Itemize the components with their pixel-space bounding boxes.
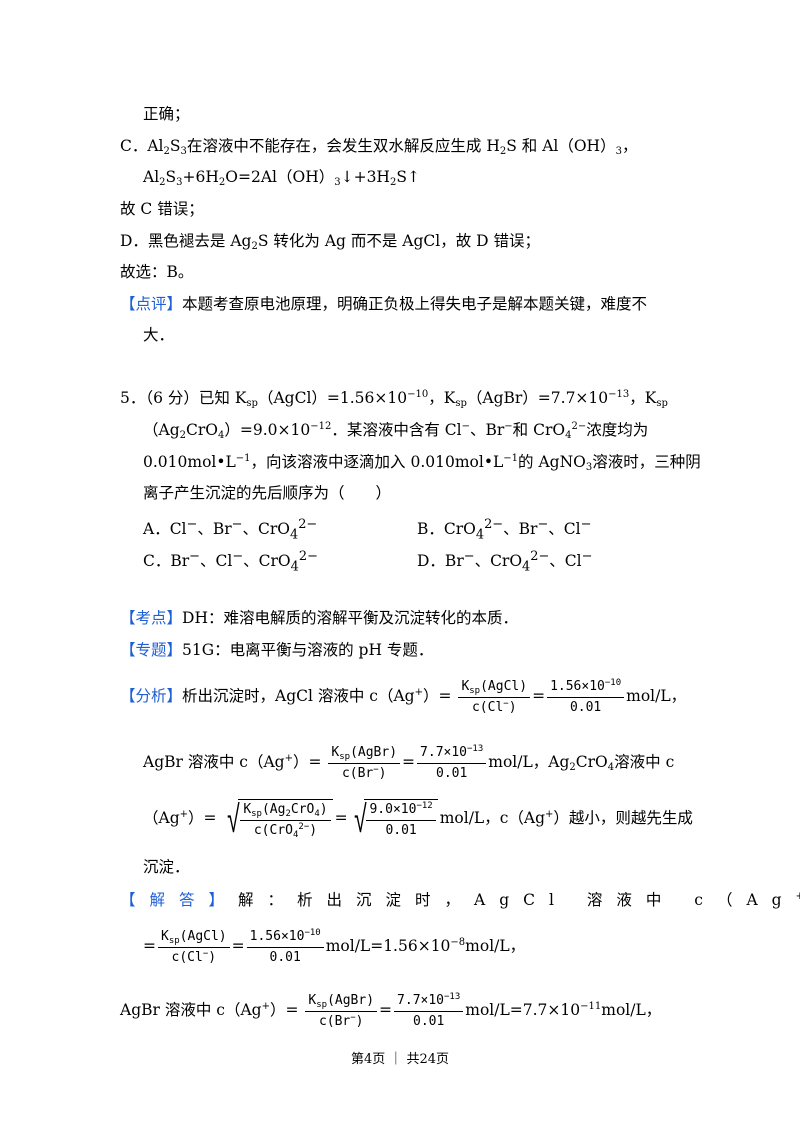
question-line: 离子产生沉淀的先后顺序为（ ）	[143, 484, 392, 502]
section-tag: 【考点】	[120, 609, 183, 627]
fenxi-line: 沉淀．	[143, 858, 190, 876]
section-tag: 【解答】	[120, 891, 239, 909]
text-line: D．黑色褪去是 Ag2S 转化为 Ag 而不是 AgCl，故 D 错误；	[120, 232, 541, 252]
fraction: Ksp(AgBr)c(Br−)	[328, 745, 401, 782]
option-a: A．Cl−、Br−、CrO42−	[143, 517, 318, 543]
fraction: Ksp(AgCl)c(Cl−)	[158, 929, 230, 966]
fraction: Ksp(Ag2CrO4)c(CrO42−)	[240, 802, 331, 840]
jieda-line: AgBr 溶液中 c（Ag+）= Ksp(AgBr)c(Br−)=7.7×10−…	[120, 991, 662, 1030]
option-d: D．Br−、CrO42−、Cl−	[417, 549, 593, 575]
text-line: C．Al2S3在溶液中不能存在，会发生双水解反应生成 H2S 和 Al（OH）3…	[120, 137, 638, 157]
section-tag: 【专题】	[120, 641, 183, 659]
fenxi-line: （Ag+）= √Ksp(Ag2CrO4)c(CrO42−)=√9.0×10−12…	[143, 797, 693, 841]
fenxi-line: AgBr 溶液中 c（Ag+）= Ksp(AgBr)c(Br−)=7.7×10−…	[143, 743, 675, 782]
fraction: Ksp(AgBr)c(Br−)	[305, 993, 378, 1030]
fenxi-line: 【分析】析出沉淀时，AgCl 溶液中 c（Ag+）= Ksp(AgCl)c(Cl…	[120, 677, 687, 716]
square-root: √Ksp(Ag2CrO4)c(CrO42−)	[223, 799, 333, 840]
section-tag: 【分析】	[120, 687, 183, 705]
option-b: B．CrO42−、Br−、Cl−	[417, 517, 592, 543]
zhuanti-line: 【专题】51G：电离平衡与溶液的 pH 专题．	[120, 641, 434, 659]
page-footer: 第4页 ｜ 共24页	[350, 1052, 450, 1067]
jieda-line: 【解答】解：析出沉淀时，AgCl 溶液中 c（Ag+）	[120, 891, 800, 909]
section-tag: 【点评】	[120, 295, 183, 313]
text-line: 故选：B。	[120, 263, 194, 281]
kaodian-line: 【考点】DH：难溶电解质的溶解平衡及沉淀转化的本质．	[120, 609, 518, 627]
text-line: 正确；	[143, 105, 190, 123]
question-line: （Ag2CrO4）=9.0×10−12．某溶液中含有 Cl−、Br−和 CrO4…	[143, 421, 649, 441]
text-line: 大．	[143, 326, 175, 344]
question-line: 0.010mol•L−1，向该溶液中逐滴加入 0.010mol•L−1的 AgN…	[143, 453, 701, 473]
option-c: C．Br−、Cl−、CrO42−	[143, 549, 318, 575]
equation-line: Al2S3+6H2O=2Al（OH）3↓+3H2S↑	[143, 168, 420, 188]
comment-line: 【点评】本题考查原电池原理，明确正负极上得失电子是解本题关键，难度不	[120, 295, 648, 313]
question-line: 5．（6 分）已知 Ksp（AgCl）=1.56×10−10，Ksp（AgBr）…	[120, 389, 668, 409]
fraction: Ksp(AgCl)c(Cl−)	[458, 679, 531, 716]
text-line: 故 C 错误；	[120, 200, 204, 218]
